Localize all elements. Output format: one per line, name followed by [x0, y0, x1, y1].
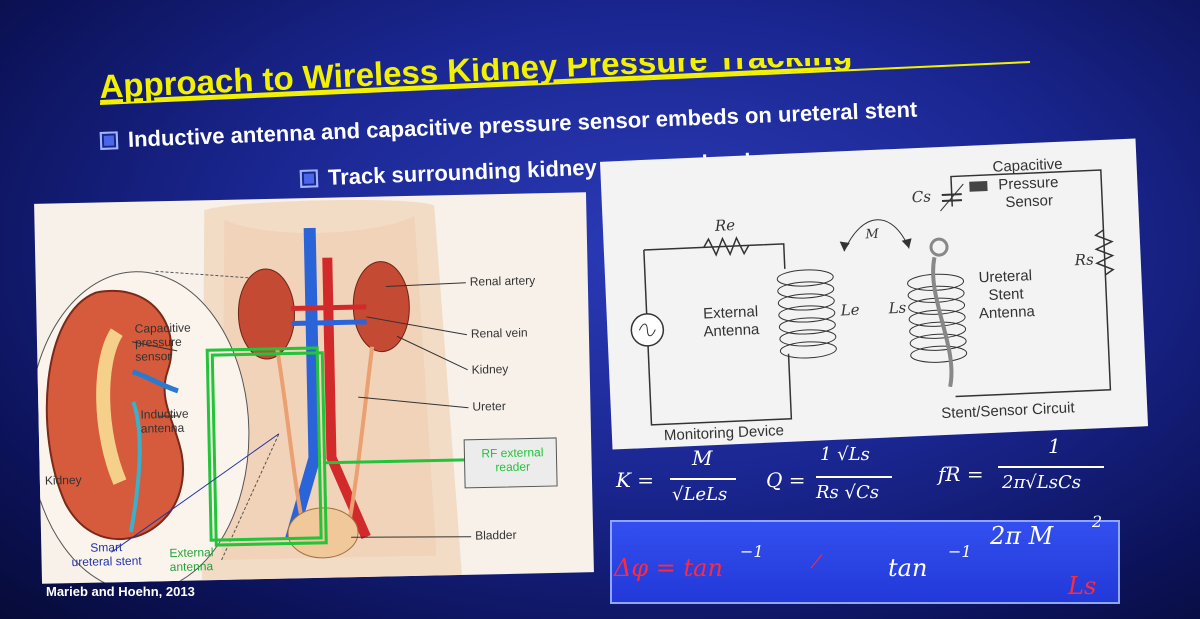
label-bladder: Bladder — [474, 527, 517, 543]
formula-f-lhs: fR = — [938, 462, 984, 486]
label-line: ureteral stent — [71, 553, 142, 570]
stent-coil-icon — [907, 237, 968, 388]
label-line: External — [169, 545, 214, 561]
label-renal-artery: Renal artery — [469, 273, 536, 289]
label-capacitive-pressure-sensor: Capacitive Pressure Sensor — [992, 156, 1064, 213]
label-capacitive-sensor: Capacitive pressure sensor — [135, 321, 192, 364]
phase-exp2: −1 — [948, 542, 972, 561]
label-rs: Rs — [1074, 250, 1095, 270]
label-m: M — [865, 226, 880, 243]
label-line: RF external — [481, 445, 544, 461]
title-underline — [100, 61, 1031, 105]
circuit-diagram: Re M Cs Capacitive Pressure Sensor Rs Ex… — [599, 138, 1149, 450]
label-line: Capacitive — [134, 320, 191, 336]
slide-title: Approach to Wireless Kidney Pressure Tra… — [100, 58, 1031, 105]
left-kidney-shape — [237, 268, 295, 360]
formula-row: K = M √LeLs Q = 1 √Ls Rs √Cs fR = 1 2π√L… — [608, 434, 1128, 520]
external-coil-icon — [776, 269, 837, 359]
label-inductive-antenna: Inductive antenna — [140, 407, 189, 436]
bullet-square-icon — [299, 169, 319, 188]
bullet-square-icon — [99, 131, 119, 150]
label-external-antenna: External antenna — [169, 545, 214, 574]
label-ls: Ls — [888, 298, 907, 318]
rf-reader-box — [463, 437, 558, 489]
formula-f-bar — [998, 466, 1104, 468]
image-credit: Marieb and Hoehn, 2013 — [46, 584, 195, 599]
label-renal-vein: Renal vein — [470, 325, 528, 341]
label-line: pressure — [134, 334, 182, 350]
formula-q-den: Rs √Cs — [816, 482, 879, 503]
phase-separator: ⁄ — [815, 552, 819, 573]
formula-q-num: 1 √Ls — [820, 444, 870, 465]
formula-q-lhs: Q = — [766, 468, 806, 492]
phase-sq: 2 — [1092, 512, 1103, 531]
label-line: Smart — [90, 540, 123, 555]
phase-exp: −1 — [740, 542, 764, 561]
formula-q-bar — [816, 476, 892, 478]
formula-f-den: 2π√LsCs — [1002, 472, 1081, 493]
label-re: Re — [714, 216, 736, 235]
label-line: Inductive — [140, 406, 189, 422]
formula-k-den: √LeLs — [672, 484, 728, 505]
mutual-arc — [843, 219, 910, 252]
bladder-shape — [287, 507, 359, 559]
label-line: antenna — [169, 559, 214, 575]
phase-lhs: Δφ = tan — [614, 554, 723, 582]
inset-kidney-shape — [45, 289, 185, 541]
phase-tan: tan — [888, 554, 928, 582]
phase-den: Ls — [1068, 572, 1097, 600]
label-line: antenna — [140, 420, 185, 436]
phase-num: 2π M — [990, 522, 1054, 550]
resistor-rs-icon — [1094, 229, 1115, 276]
formula-k-lhs: K = — [616, 468, 655, 492]
formula-k-num: M — [692, 446, 713, 470]
anatomy-illustration — [34, 199, 558, 584]
label-line: reader — [495, 459, 531, 475]
label-line: Pressure — [997, 173, 1059, 194]
label-line: Ureteral — [978, 267, 1033, 287]
phase-formula-box: Δφ = tan −1 ⁄ tan −1 2π M 2 Ls — [610, 512, 1120, 604]
label-kidney-inset: Kidney — [44, 472, 82, 488]
label-ureter: Ureter — [472, 398, 506, 414]
label-kidney: Kidney — [471, 361, 509, 377]
label-line: sensor — [135, 348, 172, 364]
label-ureteral-stent-antenna: Ureteral Stent Antenna — [977, 267, 1035, 323]
label-rf-reader: RF external reader — [469, 445, 556, 475]
formula-k-bar — [670, 478, 736, 480]
label-smart-stent: Smart ureteral stent — [71, 540, 142, 570]
label-line: Antenna — [978, 303, 1036, 323]
circuit-schematic — [630, 169, 1115, 426]
label-external-antenna: External Antenna — [702, 303, 760, 341]
resistor-re-icon — [703, 236, 750, 257]
formula-f-num: 1 — [1048, 434, 1061, 458]
label-le: Le — [840, 300, 860, 320]
label-line: Antenna — [703, 321, 760, 341]
anatomy-figure: Capacitive pressure sensor Inductive ant… — [34, 192, 594, 584]
label-line: Sensor — [1005, 192, 1054, 212]
sensor-chip-icon — [969, 180, 988, 192]
label-cs: Cs — [911, 187, 932, 207]
